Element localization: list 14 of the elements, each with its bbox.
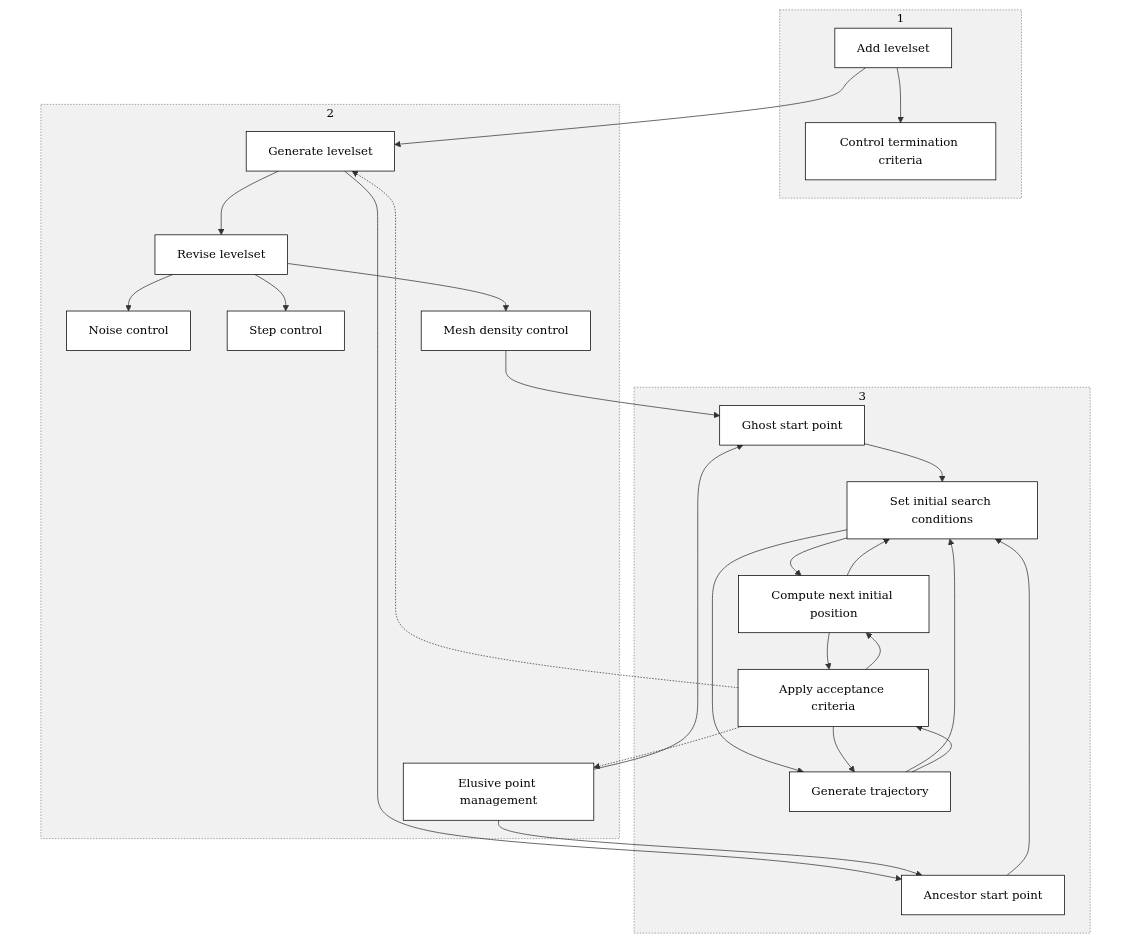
node-box: Elusive point management [403, 762, 595, 821]
node-box: Control termination criteria [805, 122, 997, 181]
node-box: Ghost start point [719, 405, 866, 446]
node-box: Ancestor start point [901, 874, 1066, 916]
node-box: Noise control [66, 310, 192, 351]
node-box: Apply acceptance criteria [738, 668, 930, 727]
node-box: Add levelset [834, 27, 953, 69]
node-box: Compute next initial position [738, 575, 930, 634]
node-box: Revise levelset [155, 234, 289, 275]
node-box: Generate trajectory [789, 771, 952, 812]
node-box: Step control [227, 310, 346, 351]
node-box: Set initial search conditions [847, 481, 1039, 540]
node-box: Mesh density control [421, 310, 592, 351]
node-box: Generate levelset [246, 131, 396, 172]
